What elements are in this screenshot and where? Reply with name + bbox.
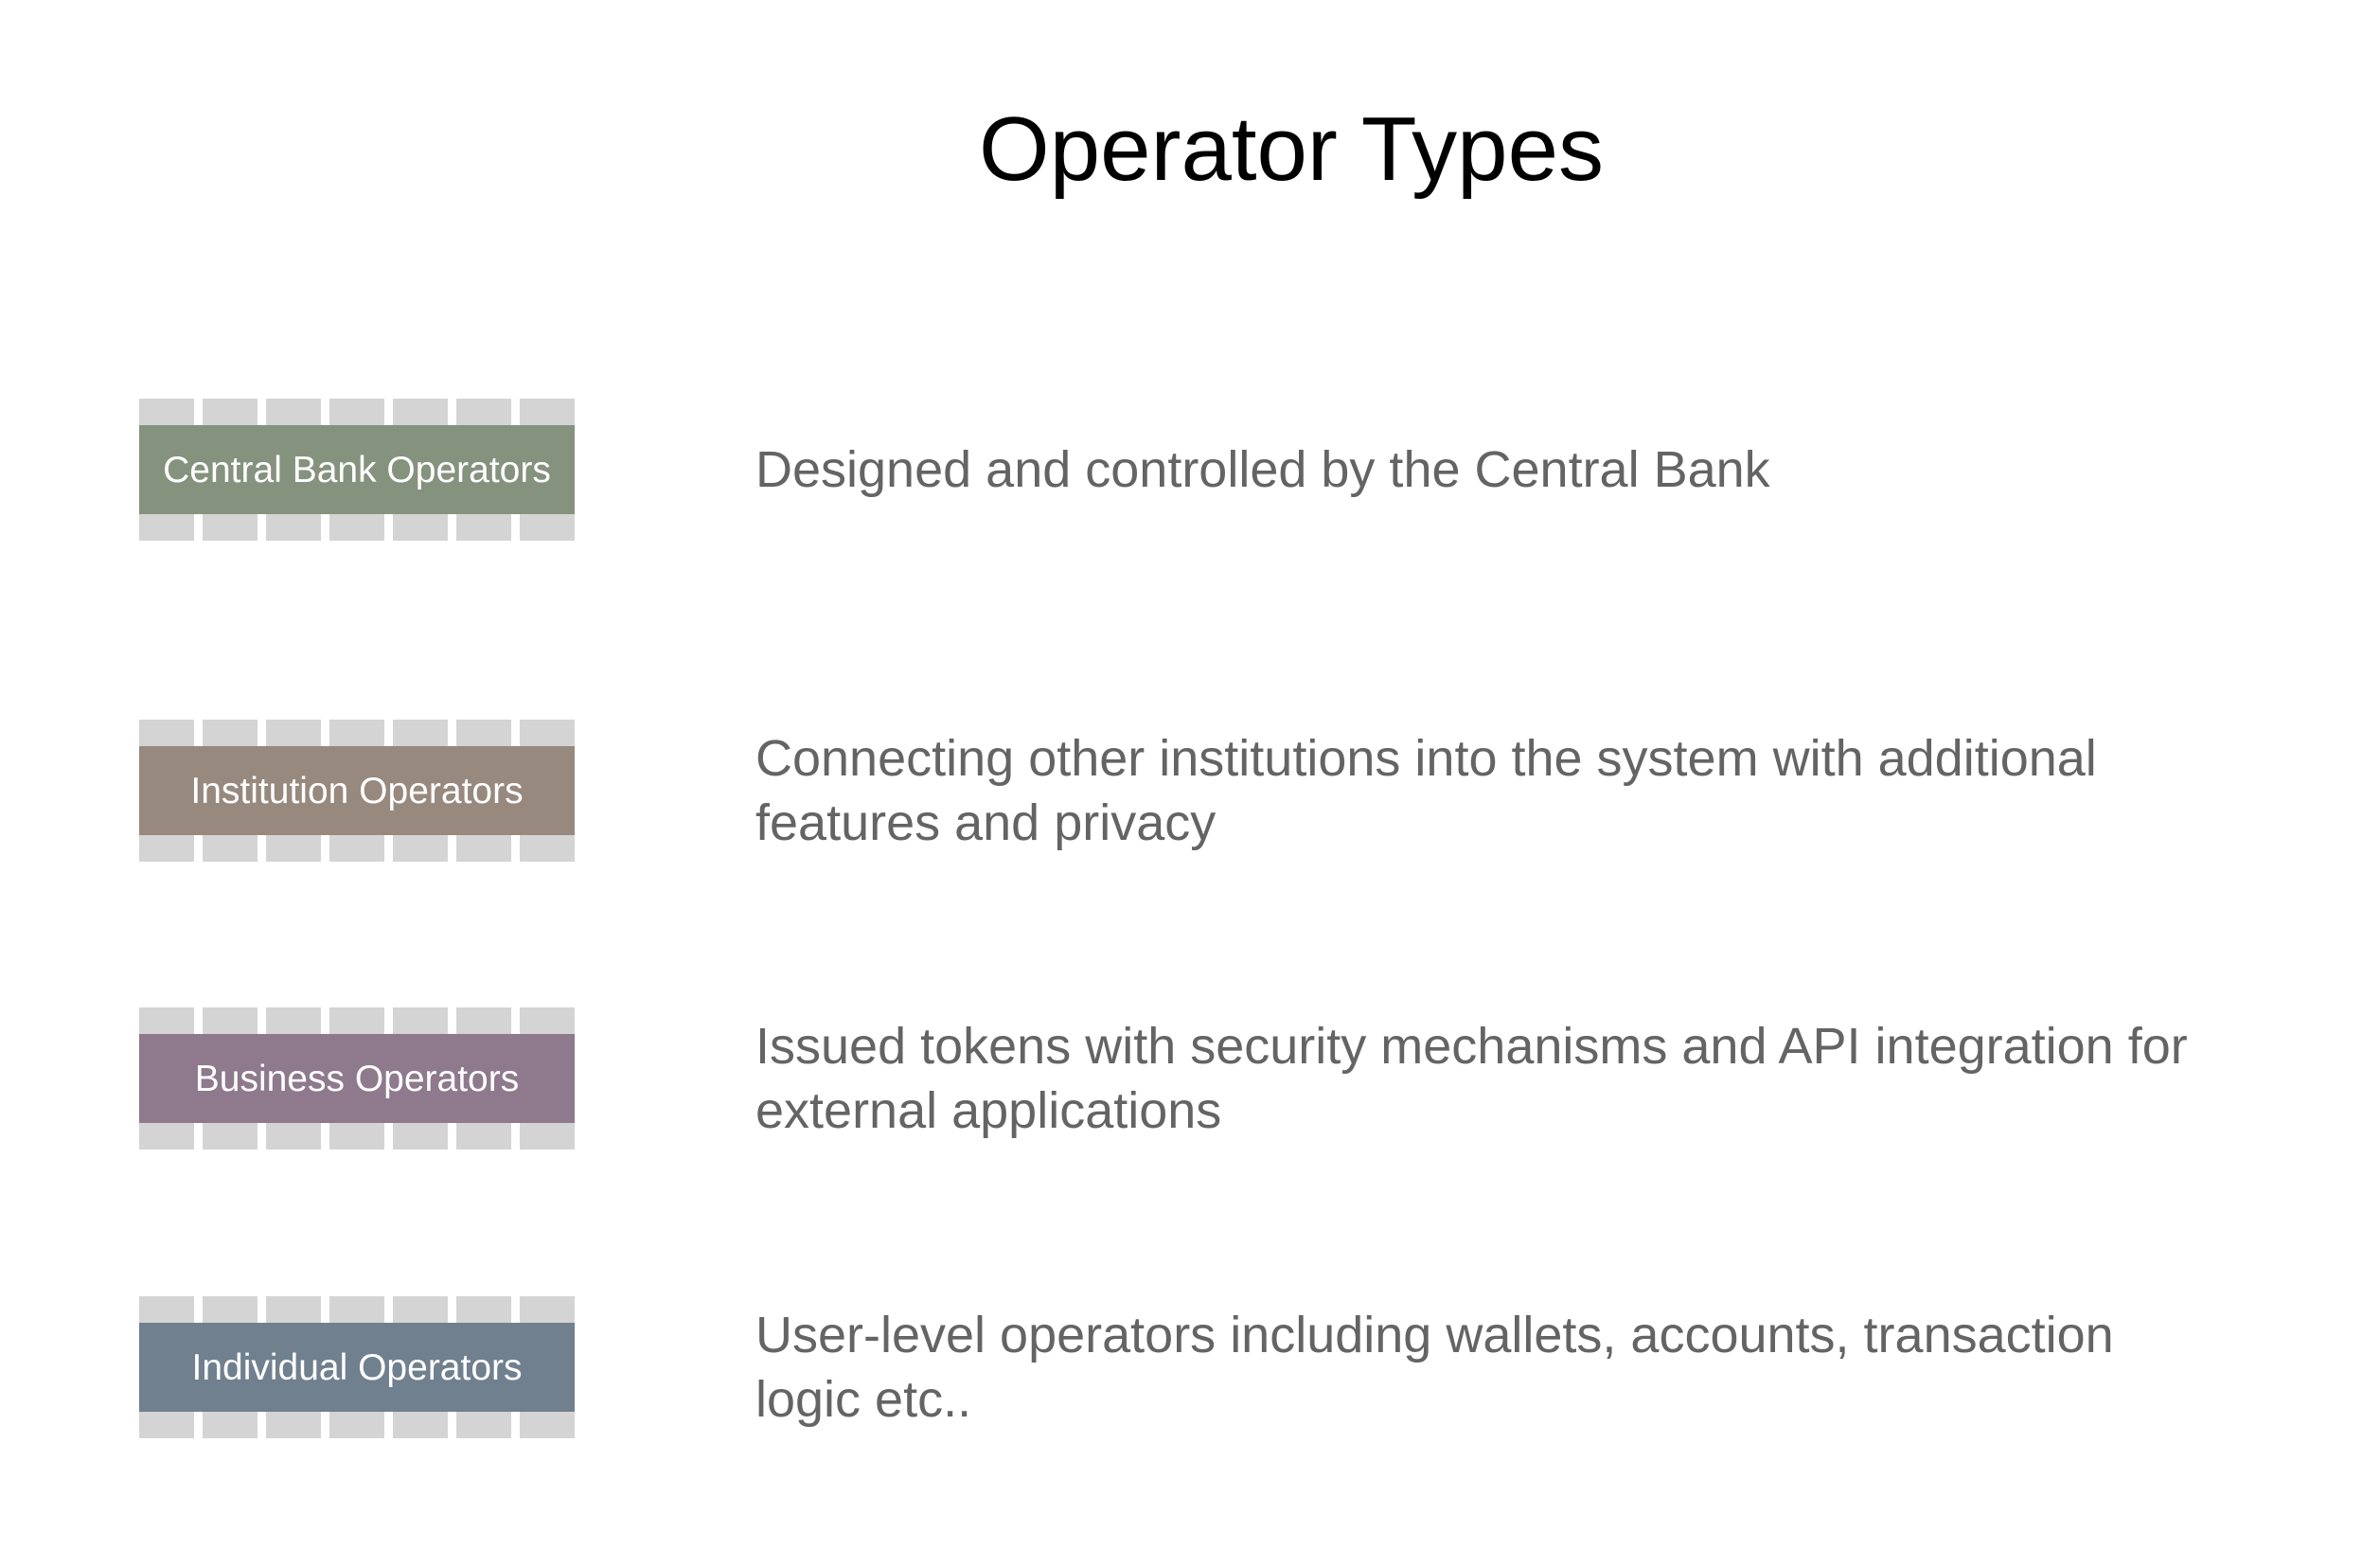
chip-pin bbox=[203, 1296, 258, 1323]
chip-pin bbox=[139, 399, 194, 425]
chip-pin-row-top bbox=[139, 399, 575, 425]
chip-pin bbox=[393, 1007, 448, 1034]
chip-pin bbox=[139, 1007, 194, 1034]
chip-pin-row-bottom bbox=[139, 1412, 575, 1438]
chip-pin bbox=[520, 1007, 575, 1034]
chip-pin bbox=[139, 720, 194, 746]
chip-pin bbox=[139, 1412, 194, 1438]
chip-pin bbox=[203, 835, 258, 862]
chip-pin bbox=[456, 399, 511, 425]
chip-central-bank-operators: Central Bank Operators bbox=[139, 399, 575, 541]
chip-pin bbox=[456, 1296, 511, 1323]
operator-row-institution: Institution Operators Connecting other i… bbox=[139, 720, 2213, 862]
chip-pin bbox=[266, 1412, 321, 1438]
chip-pin bbox=[456, 1123, 511, 1149]
chip-pin bbox=[266, 399, 321, 425]
chip-pin bbox=[139, 1296, 194, 1323]
chip-pin bbox=[329, 720, 384, 746]
chip-pin bbox=[203, 399, 258, 425]
chip-business-operators: Business Operators bbox=[139, 1007, 575, 1149]
chip-pin bbox=[329, 1296, 384, 1323]
description-individual-operators: User-level operators including wallets, … bbox=[755, 1307, 2114, 1428]
chip-pin bbox=[139, 514, 194, 541]
chip-pin bbox=[520, 399, 575, 425]
chip-pin bbox=[329, 514, 384, 541]
chip-pin bbox=[393, 835, 448, 862]
chip-label-individual-operators: Individual Operators bbox=[139, 1323, 575, 1412]
chip-pin bbox=[266, 1296, 321, 1323]
chip-pin bbox=[393, 1123, 448, 1149]
chip-pin bbox=[329, 399, 384, 425]
chip-pin bbox=[456, 835, 511, 862]
chip-pin bbox=[203, 720, 258, 746]
chip-label-institution-operators: Institution Operators bbox=[139, 746, 575, 835]
chip-pin-row-top bbox=[139, 1296, 575, 1323]
chip-pin bbox=[203, 1123, 258, 1149]
chip-pin bbox=[456, 720, 511, 746]
chip-pin bbox=[266, 514, 321, 541]
chip-pin bbox=[520, 1296, 575, 1323]
chip-pin bbox=[456, 514, 511, 541]
chip-label-central-bank-operators: Central Bank Operators bbox=[139, 425, 575, 514]
operator-row-central-bank: Central Bank Operators Designed and cont… bbox=[139, 399, 2213, 541]
chip-pin bbox=[393, 1412, 448, 1438]
chip-pin bbox=[329, 1412, 384, 1438]
chip-pin bbox=[329, 1123, 384, 1149]
chip-pin bbox=[139, 835, 194, 862]
chip-pin bbox=[266, 1123, 321, 1149]
chip-pin bbox=[329, 1007, 384, 1034]
chip-pin bbox=[520, 835, 575, 862]
chip-pin bbox=[266, 1007, 321, 1034]
chip-pin bbox=[203, 1412, 258, 1438]
chip-pin bbox=[266, 835, 321, 862]
chip-individual-operators: Individual Operators bbox=[139, 1296, 575, 1438]
chip-pin bbox=[456, 1007, 511, 1034]
description-central-bank-operators: Designed and controlled by the Central B… bbox=[755, 441, 1770, 498]
description-business-operators: Issued tokens with security mechanisms a… bbox=[755, 1018, 2188, 1139]
chip-pin bbox=[266, 720, 321, 746]
chip-pin-row-bottom bbox=[139, 1123, 575, 1149]
chip-pin-row-top bbox=[139, 720, 575, 746]
chip-pin bbox=[520, 1412, 575, 1438]
operator-row-individual: Individual Operators User-level operator… bbox=[139, 1296, 2213, 1438]
page-title: Operator Types bbox=[979, 98, 1604, 200]
chip-pin bbox=[393, 514, 448, 541]
chip-pin bbox=[520, 514, 575, 541]
chip-pin bbox=[139, 1123, 194, 1149]
chip-pin bbox=[393, 399, 448, 425]
chip-pin bbox=[203, 514, 258, 541]
chip-pin-row-bottom bbox=[139, 835, 575, 862]
chip-institution-operators: Institution Operators bbox=[139, 720, 575, 862]
chip-pin bbox=[203, 1007, 258, 1034]
chip-label-business-operators: Business Operators bbox=[139, 1034, 575, 1123]
chip-pin bbox=[456, 1412, 511, 1438]
chip-pin bbox=[520, 720, 575, 746]
chip-pin bbox=[329, 835, 384, 862]
chip-pin bbox=[393, 1296, 448, 1323]
chip-pin-row-bottom bbox=[139, 514, 575, 541]
chip-pin bbox=[520, 1123, 575, 1149]
chip-pin bbox=[393, 720, 448, 746]
operator-row-business: Business Operators Issued tokens with se… bbox=[139, 1007, 2213, 1149]
chip-pin-row-top bbox=[139, 1007, 575, 1034]
description-institution-operators: Connecting other institutions into the s… bbox=[755, 730, 2097, 851]
